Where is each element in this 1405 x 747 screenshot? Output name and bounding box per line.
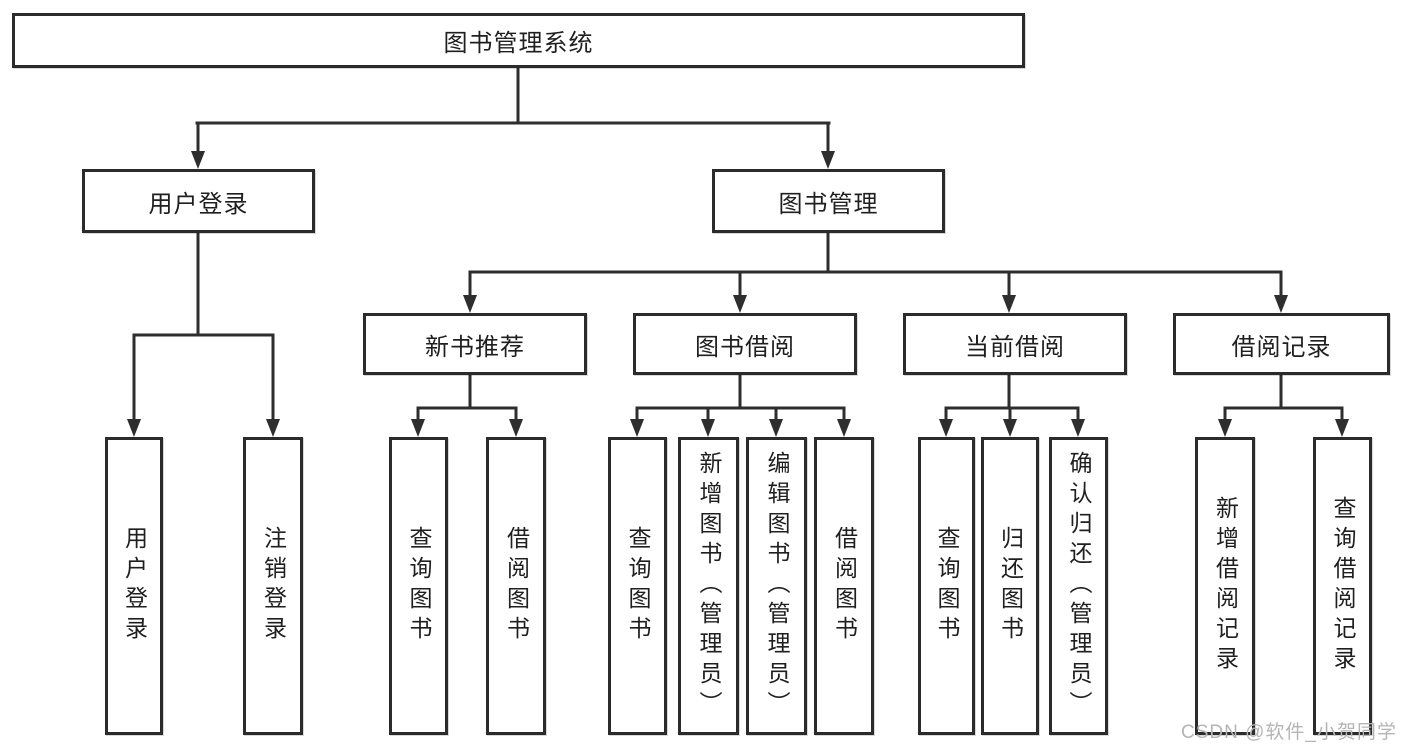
leaf-current-confirm-return-admin: 确认归还（管理员） xyxy=(1049,437,1108,735)
leaf-newbook-borrow-books: 借阅图书 xyxy=(486,437,546,735)
leaf-current-query-books: 查询图书 xyxy=(918,437,975,735)
leaf-records-query-record: 查询借阅记录 xyxy=(1313,437,1372,735)
node-new-book-recommend: 新书推荐 xyxy=(363,313,587,375)
leaf-borrow-add-books-admin: 新增图书（管理员） xyxy=(678,437,739,735)
leaf-newbook-query-books: 查询图书 xyxy=(389,437,448,735)
watermark: CSDN @软件_小贺同学 xyxy=(1181,722,1397,743)
node-book-borrow: 图书借阅 xyxy=(633,313,857,375)
leaf-borrow-query-books: 查询图书 xyxy=(608,437,667,735)
leaf-current-return-books: 归还图书 xyxy=(981,437,1039,735)
node-user-login: 用户登录 xyxy=(82,169,315,233)
node-root: 图书管理系统 xyxy=(12,13,1025,68)
node-current-borrow: 当前借阅 xyxy=(903,313,1127,375)
leaf-user-login: 用户登录 xyxy=(105,437,163,735)
leaf-borrow-borrow-books: 借阅图书 xyxy=(814,437,874,735)
node-borrow-records: 借阅记录 xyxy=(1173,313,1390,375)
leaf-logout: 注销登录 xyxy=(243,437,303,735)
leaf-records-add-record: 新增借阅记录 xyxy=(1195,437,1255,735)
leaf-borrow-edit-books-admin: 编辑图书（管理员） xyxy=(746,437,807,735)
node-book-management: 图书管理 xyxy=(712,169,945,233)
